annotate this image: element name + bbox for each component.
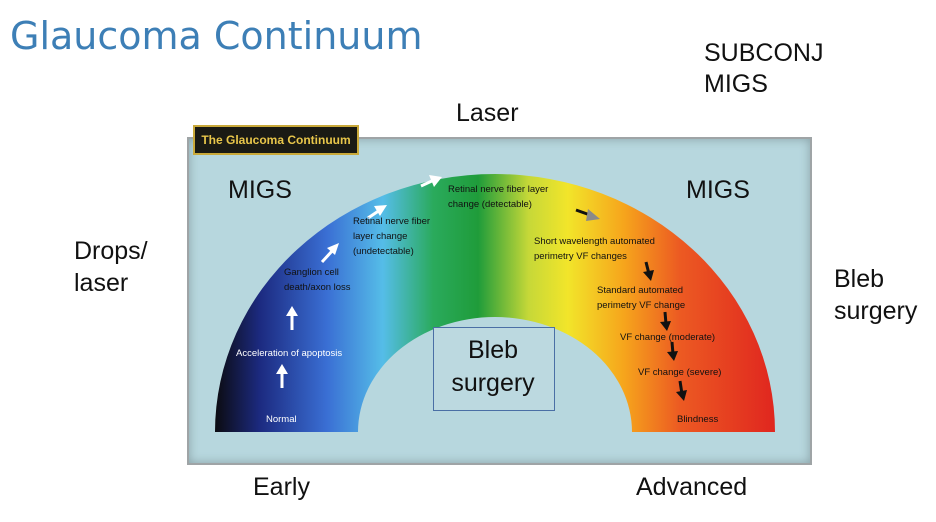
stage-apoptosis: Acceleration of apoptosis bbox=[236, 348, 342, 359]
label-migs-top: MIGS bbox=[704, 70, 768, 98]
center-label-line1: Bleb bbox=[467, 336, 519, 364]
label-surgery-right: surgery bbox=[834, 297, 918, 325]
center-box bbox=[433, 327, 555, 411]
label-early: Early bbox=[253, 473, 310, 501]
stage-ganglion-1: Ganglion cell bbox=[284, 267, 339, 278]
stage-sap-1: Standard automated bbox=[597, 285, 683, 296]
stage-vf-moderate: VF change (moderate) bbox=[620, 332, 715, 343]
label-bleb-right: Bleb bbox=[834, 265, 885, 293]
stage-rnfl-undetect-2: layer change bbox=[353, 231, 407, 242]
stage-normal: Normal bbox=[266, 414, 297, 425]
stage-rnfl-undetect-1: Retinal nerve fiber bbox=[353, 216, 430, 227]
label-subconj: SUBCONJ bbox=[704, 39, 824, 67]
slide-title: Glaucoma Continuum bbox=[10, 14, 423, 58]
stage-swap-2: perimetry VF changes bbox=[534, 251, 627, 262]
label-migs-right: MIGS bbox=[686, 176, 750, 204]
progression-arrows bbox=[276, 175, 442, 388]
label-advanced: Advanced bbox=[636, 473, 748, 501]
diagram-badge: The Glaucoma Continuum bbox=[193, 125, 359, 155]
stage-blindness: Blindness bbox=[677, 414, 718, 425]
center-label: Bleb surgery bbox=[433, 334, 553, 400]
stage-rnfl-detect-1: Retinal nerve fiber layer bbox=[448, 184, 548, 195]
stage-rnfl-undetect-3: (undetectable) bbox=[353, 246, 414, 257]
stage-swap-1: Short wavelength automated bbox=[534, 236, 655, 247]
center-label-line2: surgery bbox=[451, 369, 535, 397]
label-laser-left: laser bbox=[74, 269, 129, 297]
progression-arrows-dark bbox=[575, 208, 687, 401]
label-laser: Laser bbox=[456, 99, 519, 127]
stage-sap-2: perimetry VF change bbox=[597, 300, 685, 311]
stage-ganglion-2: death/axon loss bbox=[284, 282, 351, 293]
label-drops: Drops/ bbox=[74, 237, 148, 265]
arch-band bbox=[215, 174, 775, 432]
stage-vf-severe: VF change (severe) bbox=[638, 367, 721, 378]
label-migs-left: MIGS bbox=[228, 176, 292, 204]
stage-rnfl-detect-2: change (detectable) bbox=[448, 199, 532, 210]
